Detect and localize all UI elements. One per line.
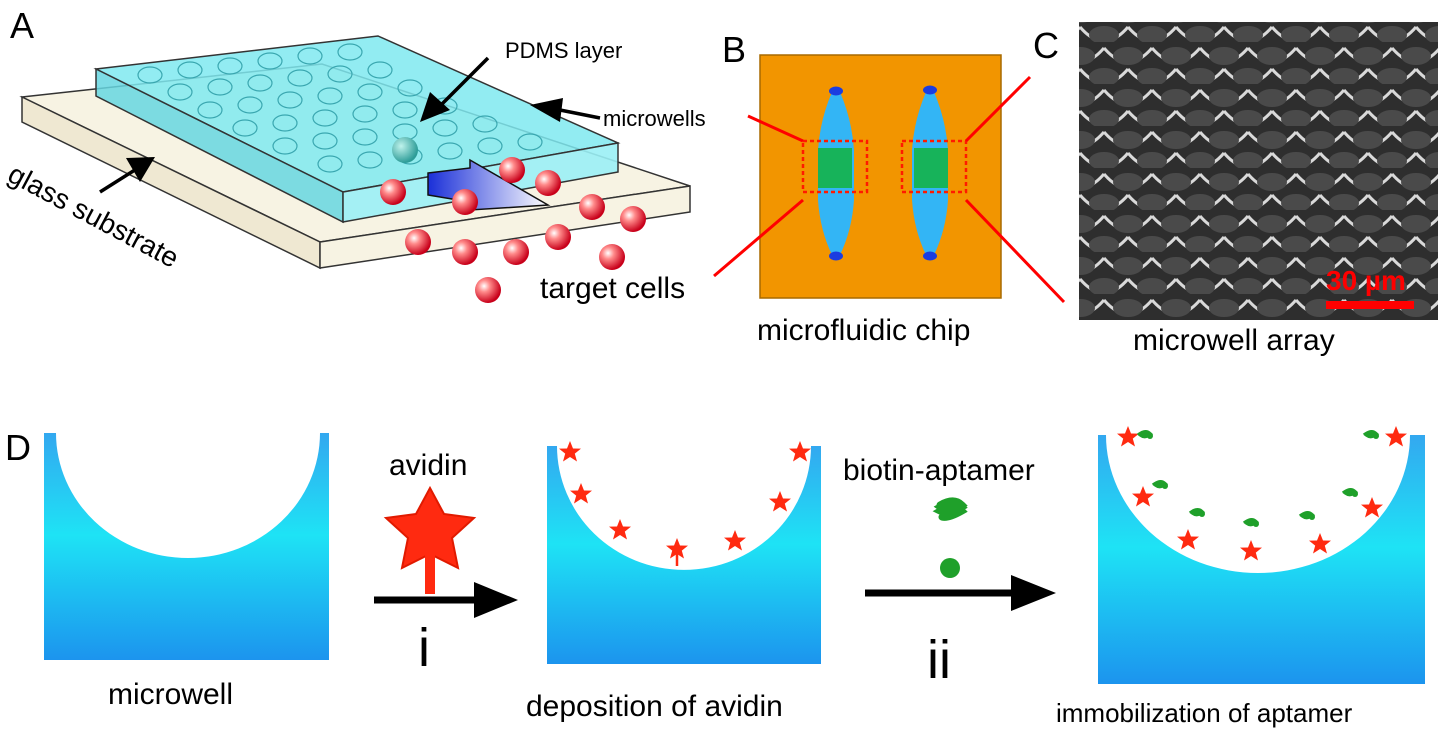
pdms-layer-label: PDMS layer	[505, 38, 622, 63]
cell-sphere-icon	[392, 137, 418, 163]
scale-bar	[1326, 301, 1414, 309]
array-caption: microwell array	[1133, 324, 1335, 357]
cell-sphere-icon	[380, 179, 406, 205]
cell-sphere-icon	[452, 239, 478, 265]
channel-right	[900, 85, 968, 261]
step0-caption: microwell	[108, 678, 233, 711]
cell-sphere-icon	[452, 189, 478, 215]
arrow-ii	[865, 575, 1056, 611]
panel-b-letter: B	[722, 29, 746, 70]
target-cells-label: target cells	[540, 272, 685, 305]
microwell-0	[44, 433, 329, 660]
microwells-label: microwells	[603, 106, 706, 131]
arrow1-label: i	[418, 618, 430, 678]
microwell-2	[1098, 435, 1425, 684]
target-cells	[380, 137, 646, 303]
zoom-lines	[713, 75, 1066, 304]
arrow-i	[374, 582, 518, 618]
cell-sphere-icon	[620, 206, 646, 232]
cell-sphere-icon	[405, 229, 431, 255]
arrow2-label: ii	[927, 630, 951, 690]
panel-a: A	[3, 5, 706, 305]
aptamer-coil-icon	[932, 497, 968, 578]
panel-a-letter: A	[10, 5, 34, 46]
cell-sphere-icon	[535, 170, 561, 196]
microwell-circles	[137, 43, 543, 173]
chip-caption: microfluidic chip	[757, 314, 970, 347]
reagent1-label: avidin	[389, 449, 467, 482]
channel-left	[801, 86, 869, 261]
sem-microwell-image	[1079, 22, 1438, 320]
scale-label: 30 µm	[1326, 265, 1406, 296]
step2-caption: immobilization of aptamer	[1056, 698, 1353, 728]
reagent2-label: biotin-aptamer	[843, 454, 1035, 487]
panel-d-letter: D	[5, 427, 31, 468]
microfluidic-chip	[759, 54, 1002, 299]
avidin-stars	[559, 441, 811, 566]
cell-sphere-icon	[545, 224, 571, 250]
cell-sphere-icon	[499, 157, 525, 183]
cell-sphere-icon	[579, 194, 605, 220]
cell-sphere-icon	[503, 239, 529, 265]
panel-d: D microwell avidin i deposition of avidi…	[5, 426, 1425, 728]
microwell-1	[547, 446, 821, 664]
pointer-arrows	[99, 56, 601, 194]
step1-caption: deposition of avidin	[526, 690, 783, 723]
cell-sphere-icon	[475, 277, 501, 303]
cell-sphere-icon	[599, 244, 625, 270]
panel-c: C 30 µm microwell array	[1033, 22, 1438, 357]
panel-c-letter: C	[1033, 25, 1059, 66]
panel-b: B microfluidic chip	[713, 29, 1066, 347]
star-icon	[383, 485, 477, 594]
